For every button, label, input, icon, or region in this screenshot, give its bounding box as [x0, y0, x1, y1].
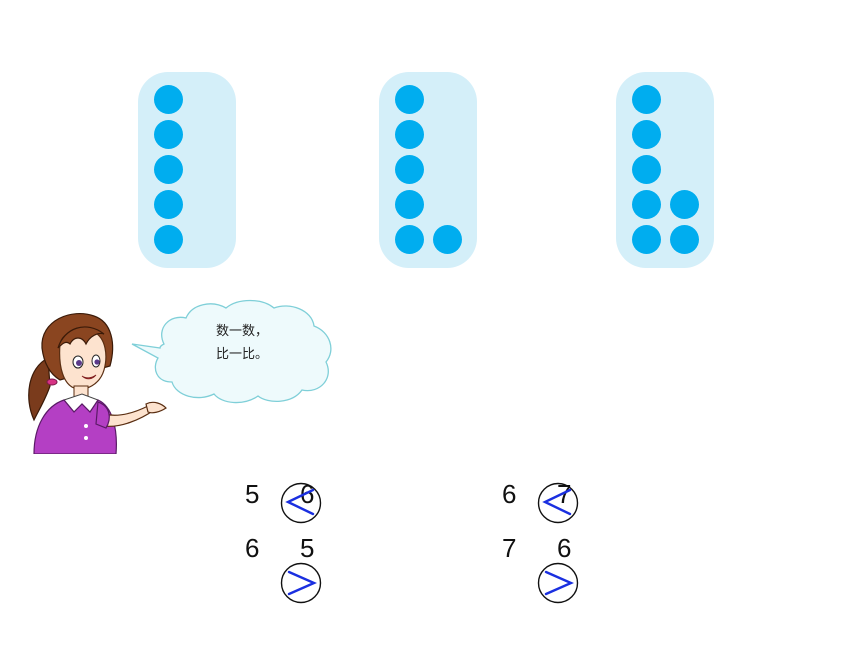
right-row2-b: 6 — [557, 533, 572, 563]
greater-than-sign-icon — [280, 562, 322, 604]
dot — [395, 85, 424, 114]
dot — [154, 85, 183, 114]
dot — [670, 190, 699, 219]
dot-card-3 — [616, 72, 714, 268]
dot-card-1 — [138, 72, 236, 268]
dot — [632, 155, 661, 184]
dot — [632, 225, 661, 254]
dot — [395, 120, 424, 149]
left-row2-a: 6 — [245, 533, 260, 563]
bubble-text: 数一数， 比一比。 — [216, 320, 268, 366]
speech-bubble — [131, 299, 332, 404]
right-row1-a: 6 — [502, 479, 517, 509]
dot — [632, 120, 661, 149]
less-than-sign-icon — [537, 482, 579, 524]
bubble-line-1: 数一数， — [216, 324, 269, 339]
girl-illustration — [28, 312, 167, 454]
dot — [154, 120, 183, 149]
dot — [395, 190, 424, 219]
dot — [154, 190, 183, 219]
less-than-sign-icon — [280, 482, 322, 524]
dot — [154, 155, 183, 184]
bubble-line-2: 比一比。 — [216, 347, 269, 362]
dot — [433, 225, 462, 254]
dot — [670, 225, 699, 254]
left-row1-a: 5 — [245, 479, 260, 509]
dot — [395, 155, 424, 184]
dot — [154, 225, 183, 254]
right-row2-a: 7 — [502, 533, 517, 563]
dot-card-2 — [379, 72, 477, 268]
dot — [632, 190, 661, 219]
dot — [395, 225, 424, 254]
dot — [632, 85, 661, 114]
left-row2-b: 5 — [300, 533, 315, 563]
greater-than-sign-icon — [537, 562, 579, 604]
